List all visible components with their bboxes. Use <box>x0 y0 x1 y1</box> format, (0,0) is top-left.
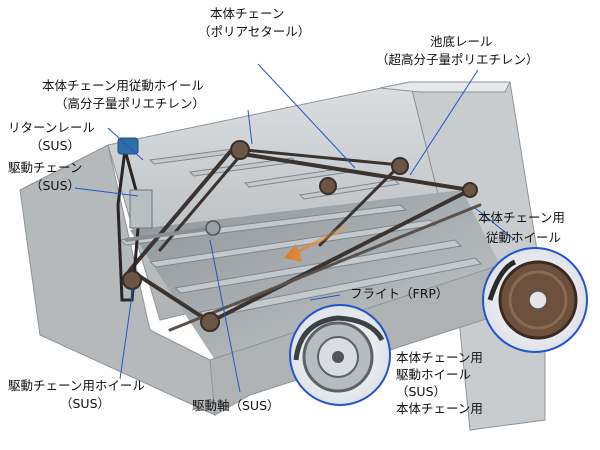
label-return-rail: リターンレール <box>8 120 95 135</box>
label-drive-chain: 駆動チェーン <box>8 160 83 175</box>
label-drive-chain-material: （SUS） <box>30 178 81 193</box>
tank-top-rim <box>379 81 511 93</box>
label-flight: フライト（FRP） <box>350 286 449 301</box>
label-driven-wheel-top: 本体チェーン用従動ホイール <box>42 78 204 93</box>
main-chain-far <box>158 148 404 252</box>
label-main-chain-material: （ポリアセタール） <box>198 24 311 39</box>
drive-frame <box>129 189 153 229</box>
drive-gear <box>205 220 221 236</box>
wheel-right-end <box>462 182 478 198</box>
wheel-top-left <box>230 140 250 160</box>
label-drive-wheel-1: 本体チェーン用 <box>396 350 483 365</box>
label-driven-wheel-right-2: 従動ホイール <box>486 230 562 245</box>
wheels <box>122 140 478 332</box>
flight <box>118 204 408 246</box>
flights <box>118 147 483 319</box>
drive-unit <box>117 137 153 229</box>
label-driven-wheel-top-material: （高分子量ポリエチレン） <box>55 96 206 111</box>
label-return-rail-material: （SUS） <box>30 138 81 153</box>
leader-lines <box>74 63 516 393</box>
label-drive-wheel-3: （SUS） <box>396 384 447 399</box>
flow-arrow <box>284 224 350 262</box>
label-bottom-rail: 池底レール <box>430 34 493 49</box>
label-main-chain: 本体チェーン <box>210 6 285 21</box>
drive-shaft <box>124 226 216 242</box>
label-drive-chain-wheel: 駆動チェーン用ホイール <box>8 378 145 393</box>
label-bottom-rail-material: （超高分子量ポリエチレン） <box>376 52 539 67</box>
label-drive-shaft: 駆動軸（SUS） <box>192 398 280 413</box>
label-drive-wheel-2: 駆動ホイール <box>396 367 472 382</box>
wheel-top-mid <box>319 177 337 195</box>
zoom-drive-wheel <box>289 304 391 406</box>
wheel-drive-left <box>122 270 142 290</box>
wheel-top-right <box>391 157 409 175</box>
label-driven-wheel-right-1: 本体チェーン用 <box>478 210 565 225</box>
wheel-drive-front <box>200 312 220 332</box>
label-drive-chain-wheel-material: （SUS） <box>60 396 111 411</box>
zoom-driven-wheel <box>482 247 588 353</box>
bottom-rail <box>168 203 482 332</box>
label-drive-wheel-4: 本体チェーン用 <box>396 401 483 416</box>
